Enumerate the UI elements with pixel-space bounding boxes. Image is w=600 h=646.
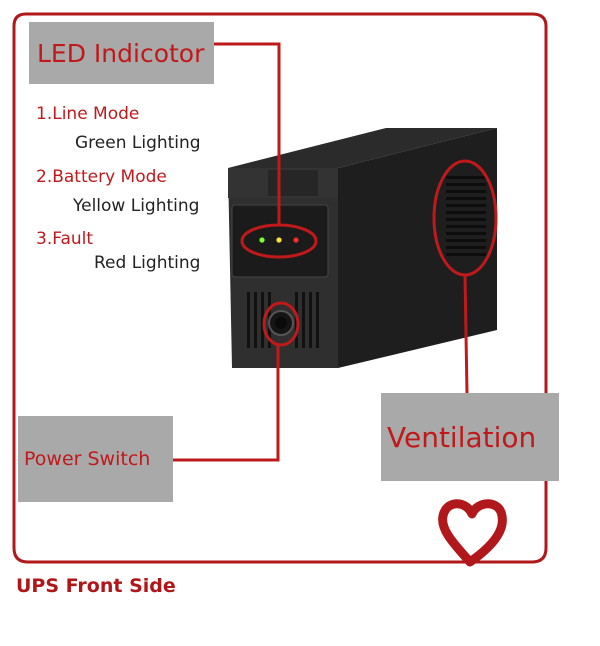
ventilation-text: Ventilation	[387, 420, 537, 454]
vent-leader-line	[463, 274, 469, 394]
power-leader-line	[173, 345, 280, 462]
callout-lines	[173, 42, 498, 462]
led-green-icon	[259, 237, 265, 243]
mode-line-desc: Green Lighting	[75, 133, 201, 153]
ups-unit	[228, 128, 497, 368]
frame-border	[12, 12, 548, 564]
led-indicator-text: LED Indicotor	[37, 38, 205, 68]
ups-side	[338, 128, 497, 368]
led-indicator-label: LED Indicotor	[29, 22, 214, 84]
ventilation-label: Ventilation	[381, 393, 559, 481]
power-switch-label: Power Switch	[18, 416, 173, 502]
power-highlight	[262, 301, 300, 347]
mode-battery-title: 2.Battery Mode	[36, 167, 167, 187]
led-red-icon	[293, 237, 299, 243]
led-yellow-icon	[276, 237, 282, 243]
mode-line-title: 1.Line Mode	[36, 104, 140, 124]
mode-fault-desc: Red Lighting	[94, 253, 201, 273]
mode-battery-desc: Yellow Lighting	[73, 196, 200, 216]
ups-top	[228, 128, 497, 168]
caption: UPS Front Side	[16, 575, 176, 597]
side-vents	[446, 176, 486, 256]
power-switch-text: Power Switch	[24, 448, 151, 470]
led-leader-line	[214, 42, 281, 225]
heart-icon	[438, 499, 507, 567]
mode-fault-title: 3.Fault	[36, 229, 94, 249]
